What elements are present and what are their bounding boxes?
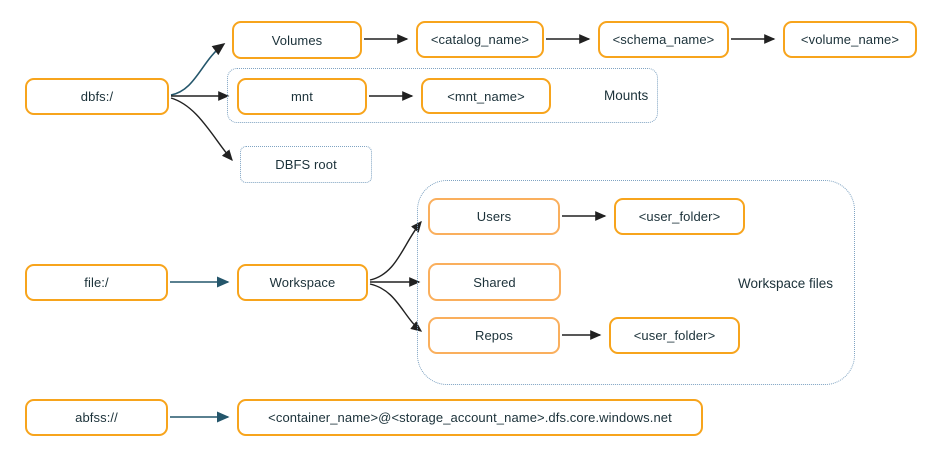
workspace-files-group-label: Workspace files: [738, 276, 834, 291]
mounts-group-label: Mounts: [604, 88, 649, 103]
node-file: file:/: [25, 264, 168, 301]
edge-dbfs-to-dbfs-root: [170, 97, 233, 162]
node-dbfs: dbfs:/: [25, 78, 169, 115]
node-catalog-name: <catalog_name>: [416, 21, 544, 58]
node-user-folder-bottom: <user_folder>: [609, 317, 740, 354]
node-volumes: Volumes: [232, 21, 362, 59]
edge-dbfs-to-volumes: [170, 43, 226, 96]
node-adls-path: <container_name>@<storage_account_name>.…: [237, 399, 703, 436]
node-dbfs-root: DBFS root: [240, 146, 372, 183]
node-volume-name: <volume_name>: [783, 21, 917, 58]
edge-workspace-to-repos: [369, 283, 423, 332]
node-user-folder-top: <user_folder>: [614, 198, 745, 235]
node-repos: Repos: [428, 317, 560, 354]
node-mnt: mnt: [237, 78, 367, 115]
node-shared: Shared: [428, 263, 561, 301]
node-workspace: Workspace: [237, 264, 368, 301]
edge-workspace-to-users: [369, 220, 422, 281]
node-mnt-name: <mnt_name>: [421, 78, 551, 114]
node-users: Users: [428, 198, 560, 235]
node-abfss: abfss://: [25, 399, 168, 436]
node-schema-name: <schema_name>: [598, 21, 729, 58]
